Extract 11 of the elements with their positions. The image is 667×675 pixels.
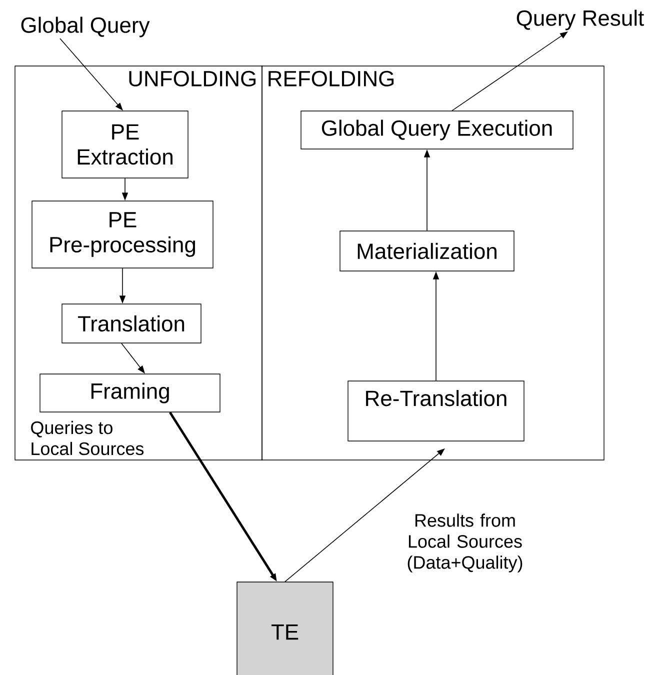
- note-text: Results from Local Sources (Data+Quality): [408, 514, 522, 572]
- process-box: Re-Translation: [348, 380, 524, 442]
- process-box: Materialization: [340, 230, 514, 272]
- process-box: PE Extraction: [62, 110, 188, 178]
- flow-text: Global Query: [21, 16, 150, 38]
- engine-box: TE: [236, 582, 334, 675]
- process-box: Global Query Execution: [300, 110, 574, 150]
- process-box: Translation: [62, 304, 202, 344]
- flow-text: Query Result: [516, 10, 644, 30]
- process-box: PE Pre-processing: [32, 200, 214, 268]
- process-box: Framing: [40, 374, 220, 412]
